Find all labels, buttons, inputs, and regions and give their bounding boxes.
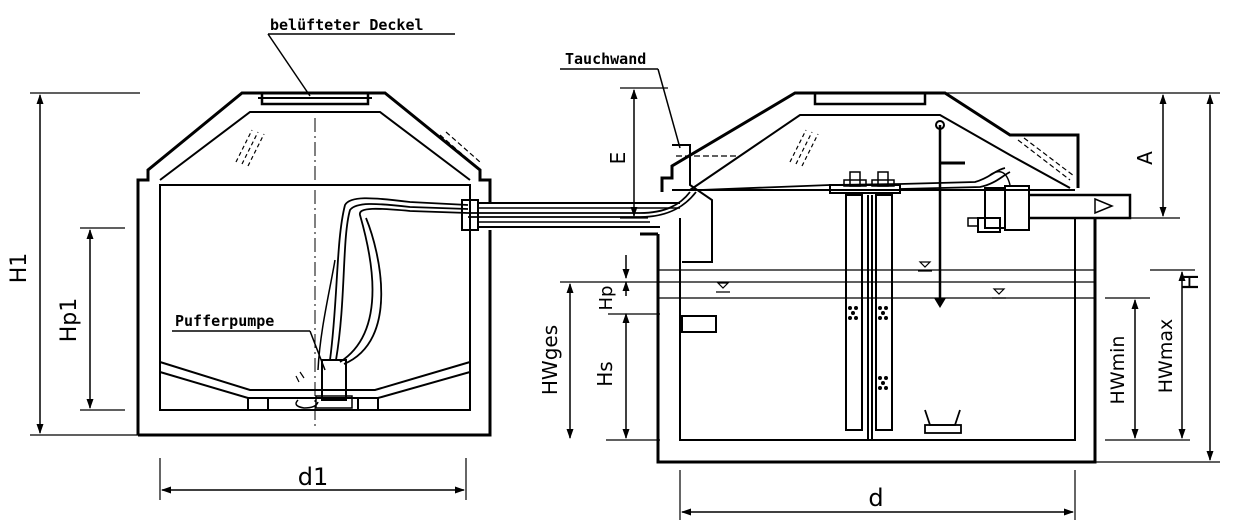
outlet-pipe	[1029, 193, 1132, 220]
connecting-pipe	[461, 191, 697, 231]
dim-hp1: Hp1	[57, 298, 82, 343]
dimension-lines	[30, 87, 1220, 520]
label-buffer-pump: Pufferpumpe	[175, 312, 274, 330]
dim-hs: Hs	[593, 361, 617, 386]
buffer-pump	[295, 359, 353, 409]
aeration-columns	[829, 171, 901, 440]
dim-hwmax: HWmax	[1155, 319, 1177, 393]
dim-h1: H1	[7, 253, 32, 284]
pump-hoses	[317, 197, 469, 371]
clear-water-pump	[967, 170, 1030, 233]
baffle	[672, 144, 740, 263]
dim-hp: Hp	[596, 286, 617, 311]
sampling-basket	[924, 409, 962, 434]
dim-d1: d1	[298, 463, 329, 491]
dim-e: E	[606, 152, 630, 165]
float-switch	[934, 120, 965, 308]
vent-slot-right	[439, 129, 1075, 181]
dim-hwmin: HWmin	[1107, 336, 1129, 405]
dim-h: H	[1179, 274, 1204, 291]
dim-d: d	[868, 484, 883, 512]
dim-a: A	[1133, 151, 1157, 165]
buffer-tank	[136, 91, 492, 437]
lid	[242, 91, 385, 106]
dim-hwges: HWges	[538, 325, 562, 395]
label-baffle: Tauchwand	[565, 50, 646, 68]
vent-slot-left	[235, 129, 265, 167]
label-lid: belüfteter Deckel	[270, 16, 424, 34]
main-tank	[439, 91, 1132, 464]
